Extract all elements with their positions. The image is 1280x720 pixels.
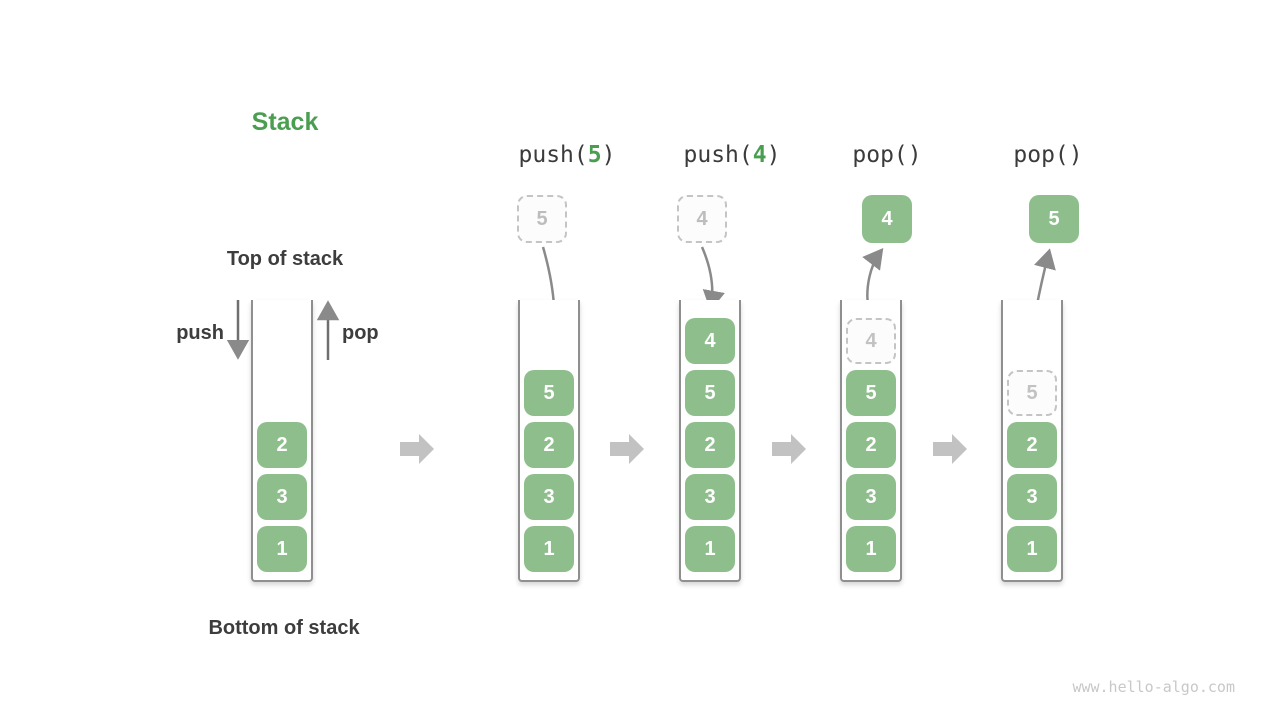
next-step-arrow-icon — [933, 434, 967, 464]
stack-container-after-push4: 4 5 2 3 1 — [679, 300, 741, 582]
initial-stack-container: 2 3 1 — [251, 300, 313, 582]
stack-element: 4 — [685, 318, 735, 364]
operation-label-pop2: pop() — [1013, 142, 1083, 168]
stack-element: 1 — [846, 526, 896, 572]
removed-stack-element: 5 — [1007, 370, 1057, 416]
stack-element: 1 — [524, 526, 574, 572]
stack-element: 1 — [257, 526, 307, 572]
stack-element: 1 — [685, 526, 735, 572]
next-step-arrow-icon — [772, 434, 806, 464]
stack-element: 3 — [685, 474, 735, 520]
stack-element: 2 — [685, 422, 735, 468]
next-step-arrow-icon — [400, 434, 434, 464]
stack-element: 3 — [1007, 474, 1057, 520]
pop-arrow-label: pop — [342, 322, 379, 344]
popped-value-box: 4 — [862, 195, 912, 243]
stack-element: 5 — [685, 370, 735, 416]
push4-curve-arrow-icon — [700, 246, 725, 311]
next-step-arrow-icon — [610, 434, 644, 464]
watermark: www.hello-algo.com — [1072, 678, 1235, 696]
stack-container-after-pop1: 4 5 2 3 1 — [840, 300, 902, 582]
removed-stack-element: 4 — [846, 318, 896, 364]
stack-container-after-push5: 5 2 3 1 — [518, 300, 580, 582]
bottom-of-stack-label: Bottom of stack — [208, 617, 360, 639]
operation-label-push5: push(5) — [518, 142, 616, 168]
stack-element: 3 — [257, 474, 307, 520]
stack-element: 1 — [1007, 526, 1057, 572]
diagram-title: Stack — [251, 108, 319, 136]
stack-element: 5 — [524, 370, 574, 416]
operation-label-pop1: pop() — [852, 142, 922, 168]
top-of-stack-label: Top of stack — [226, 248, 344, 270]
stack-element: 3 — [524, 474, 574, 520]
incoming-value-box: 4 — [677, 195, 727, 243]
operation-label-push4: push(4) — [683, 142, 781, 168]
stack-element: 2 — [524, 422, 574, 468]
stack-container-after-pop2: 5 2 3 1 — [1001, 300, 1063, 582]
stack-element: 2 — [846, 422, 896, 468]
incoming-value-box: 5 — [517, 195, 567, 243]
popped-value-box: 5 — [1029, 195, 1079, 243]
push-arrow-label: push — [176, 322, 224, 344]
stack-element: 2 — [257, 422, 307, 468]
stack-element: 2 — [1007, 422, 1057, 468]
stack-element: 3 — [846, 474, 896, 520]
stack-element: 5 — [846, 370, 896, 416]
